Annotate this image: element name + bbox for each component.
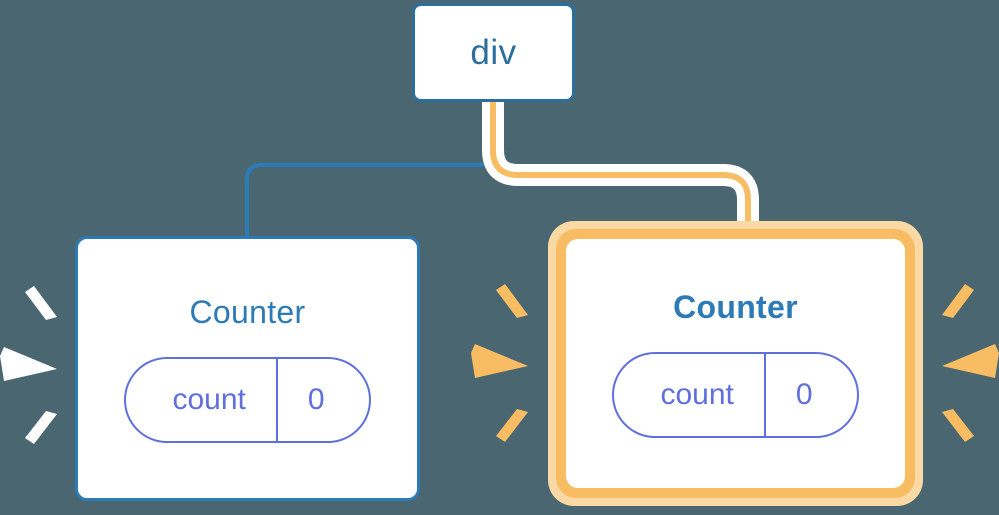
node-counter-left[interactable]: Counter count 0 xyxy=(75,236,420,501)
sparkle-icon xyxy=(25,286,57,320)
sparkle-icon xyxy=(942,344,999,378)
counter-left-content: Counter count 0 xyxy=(78,239,417,498)
edge-div-to-counter-left xyxy=(245,100,495,242)
counter-right-state-key: count xyxy=(660,378,734,411)
sparkle-icon xyxy=(942,409,974,442)
node-div-label: div xyxy=(470,32,517,72)
counter-left-state-value: 0 xyxy=(307,383,325,416)
sparkle-group-right-of-right-counter xyxy=(942,284,999,442)
sparkle-icon xyxy=(471,344,528,378)
counter-right-state-value: 0 xyxy=(795,378,813,411)
sparkle-group-left-of-left-counter xyxy=(0,286,57,444)
sparkle-icon xyxy=(942,284,974,318)
sparkle-icon xyxy=(25,411,57,444)
node-counter-right[interactable]: Counter count 0 xyxy=(566,239,905,488)
counter-right-state-pill: count 0 xyxy=(612,352,859,438)
pill-divider xyxy=(275,359,278,441)
pill-divider xyxy=(763,354,766,436)
node-div[interactable]: div xyxy=(412,3,575,102)
counter-right-title: Counter xyxy=(673,289,798,325)
counter-left-state-pill: count 0 xyxy=(124,357,371,443)
sparkle-group-right-of-left-counter xyxy=(471,284,528,442)
counter-left-title: Counter xyxy=(189,294,306,330)
sparkle-icon xyxy=(496,409,528,442)
counter-right-content: Counter count 0 xyxy=(566,239,905,488)
sparkle-icon xyxy=(0,347,57,381)
counter-left-state-key: count xyxy=(172,383,246,416)
sparkle-icon xyxy=(496,284,528,318)
